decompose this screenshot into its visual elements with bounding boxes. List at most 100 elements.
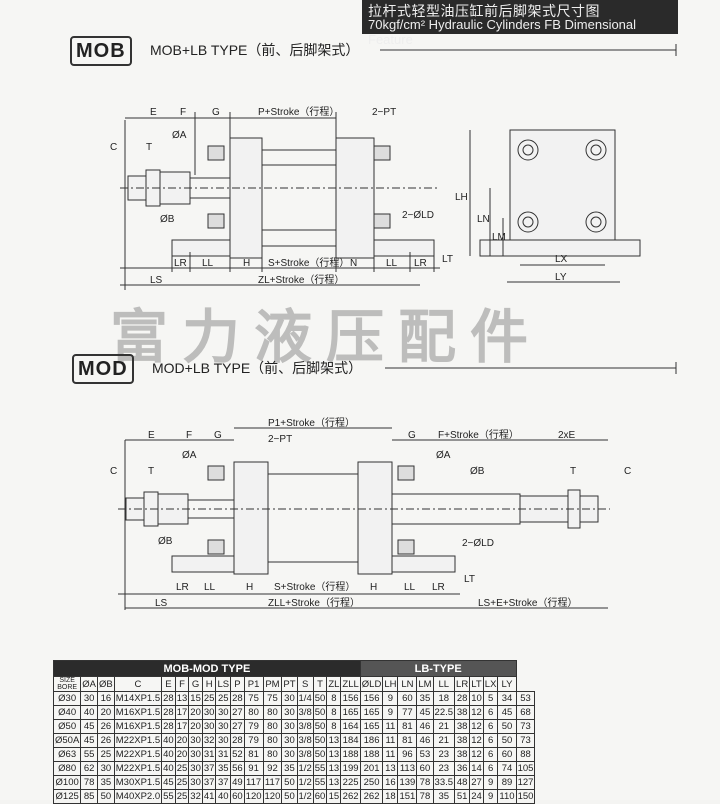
table-cell: 12 [469, 705, 484, 720]
table-cell: 6 [482, 719, 499, 734]
d1-label-ls: LS [150, 275, 163, 286]
table-col-header: H [201, 676, 217, 692]
table-cell: 81 [397, 719, 418, 734]
d2-label-h: H [246, 582, 253, 593]
d2-label-c: C [110, 466, 117, 477]
table-cell: 91 [243, 761, 264, 776]
table-cell: 6 [482, 761, 499, 776]
table-cell: 12 [469, 747, 484, 762]
table-cell: 120 [243, 789, 264, 804]
table-col-header: ØLD [359, 676, 384, 692]
table-cell: 92 [262, 761, 283, 776]
table-cell: 85 [80, 789, 99, 804]
table-cell: 30 [281, 691, 298, 706]
table-cell: M22XP1.5 [113, 761, 163, 776]
table-cell: 3/8 [296, 705, 314, 720]
table-cell: 45 [80, 733, 99, 748]
table-cell: 6 [482, 705, 499, 720]
table-cell: 48 [454, 775, 471, 790]
table-col-header: PM [262, 676, 283, 692]
table-cell: 79 [243, 719, 264, 734]
table-cell: 32 [188, 789, 203, 804]
d1-label-lm: LM [492, 232, 506, 243]
table-cell: 50 [97, 789, 115, 804]
table-cell: 151 [397, 789, 418, 804]
d1-label-t: T [146, 142, 152, 153]
d1-label-h: H [243, 258, 250, 269]
table-cell: 28 [454, 691, 471, 706]
table-col-header: S [296, 676, 314, 692]
table-cell: 38 [454, 747, 471, 762]
d2-label-zll: ZLL+Stroke（行程） [268, 596, 360, 609]
table-cell: 15 [188, 691, 203, 706]
table-cell: 45 [416, 705, 434, 720]
table-cell: 26 [97, 719, 115, 734]
table-col-header: P1 [243, 676, 264, 692]
table-cell: M22XP1.5 [113, 747, 163, 762]
table-cell: 75 [262, 691, 283, 706]
d2-label-g: G [214, 430, 222, 441]
table-cell: 68 [515, 705, 536, 720]
table-cell: 10 [469, 691, 484, 706]
table-cell: 30 [215, 719, 232, 734]
table-cell: 13 [174, 691, 190, 706]
table-cell: M30XP1.5 [113, 775, 163, 790]
d2-label-c2: C [624, 466, 631, 477]
table-col-header: ZL [326, 676, 342, 692]
table-cell: 45 [80, 719, 99, 734]
table-cell: 25 [174, 775, 190, 790]
table-cell: 30 [281, 719, 298, 734]
d1-label-lh: LH [455, 192, 468, 203]
table-cell: 165 [359, 705, 384, 720]
table-cell: 156 [340, 691, 361, 706]
table-cell: 184 [340, 733, 361, 748]
table-cell: 51 [454, 789, 471, 804]
table-cell: 9 [482, 775, 499, 790]
table-cell: 62 [80, 761, 99, 776]
mod-drawing: E F G P1+Stroke（行程） 2−PT G F+Stroke（行程） … [110, 416, 631, 610]
table-cell: 1/2 [296, 789, 314, 804]
table-cell: 15 [326, 789, 342, 804]
d2-label-t2: T [570, 466, 576, 477]
table-cell: 165 [359, 719, 384, 734]
table-cell: 30 [188, 775, 203, 790]
table-cell: 23 [432, 761, 456, 776]
table-cell: 9 [482, 789, 499, 804]
d1-label-ln: LN [477, 214, 490, 225]
title-band: 拉杆式轻型油压缸前后脚架式尺寸图 70kgf/cm² Hydraulic Cyl… [362, 0, 678, 47]
table-cell: 6 [482, 733, 499, 748]
table-cell: 40 [80, 705, 99, 720]
table-cell: 33.5 [432, 775, 456, 790]
d2-label-a2: ØA [436, 450, 451, 461]
table-cell: 50 [312, 691, 328, 706]
table-cell: 37 [215, 775, 232, 790]
table-cell: 3/8 [296, 747, 314, 762]
table-col-header: LH [382, 676, 399, 692]
table-cell: 12 [469, 719, 484, 734]
table-cell: 60 [497, 747, 517, 762]
table-cell: 30 [281, 747, 298, 762]
table-cell: 6 [482, 747, 499, 762]
table-cell: 96 [397, 747, 418, 762]
table-col-header: F [174, 676, 190, 692]
table-cell: 250 [359, 775, 384, 790]
mod-subtitle: MOD+LB TYPE（前、后脚架式） [152, 360, 363, 376]
table-cell: 262 [359, 789, 384, 804]
table-cell: 225 [340, 775, 361, 790]
table-cell: 40 [161, 733, 176, 748]
table-cell: 150 [515, 789, 536, 804]
table-bore-cell: Ø50 [52, 719, 82, 734]
table-col-header: PT [281, 676, 298, 692]
table-cell: 60 [312, 789, 328, 804]
table-cell: M16XP1.5 [113, 705, 163, 720]
d1-label-p: P+Stroke（行程） [258, 105, 339, 118]
table-cell: 13 [326, 761, 342, 776]
table-cell: 20 [174, 747, 190, 762]
mob-header-line [380, 44, 677, 56]
table-cell: 30 [215, 705, 232, 720]
table-cell: 77 [397, 705, 418, 720]
table-cell: 9 [382, 705, 399, 720]
